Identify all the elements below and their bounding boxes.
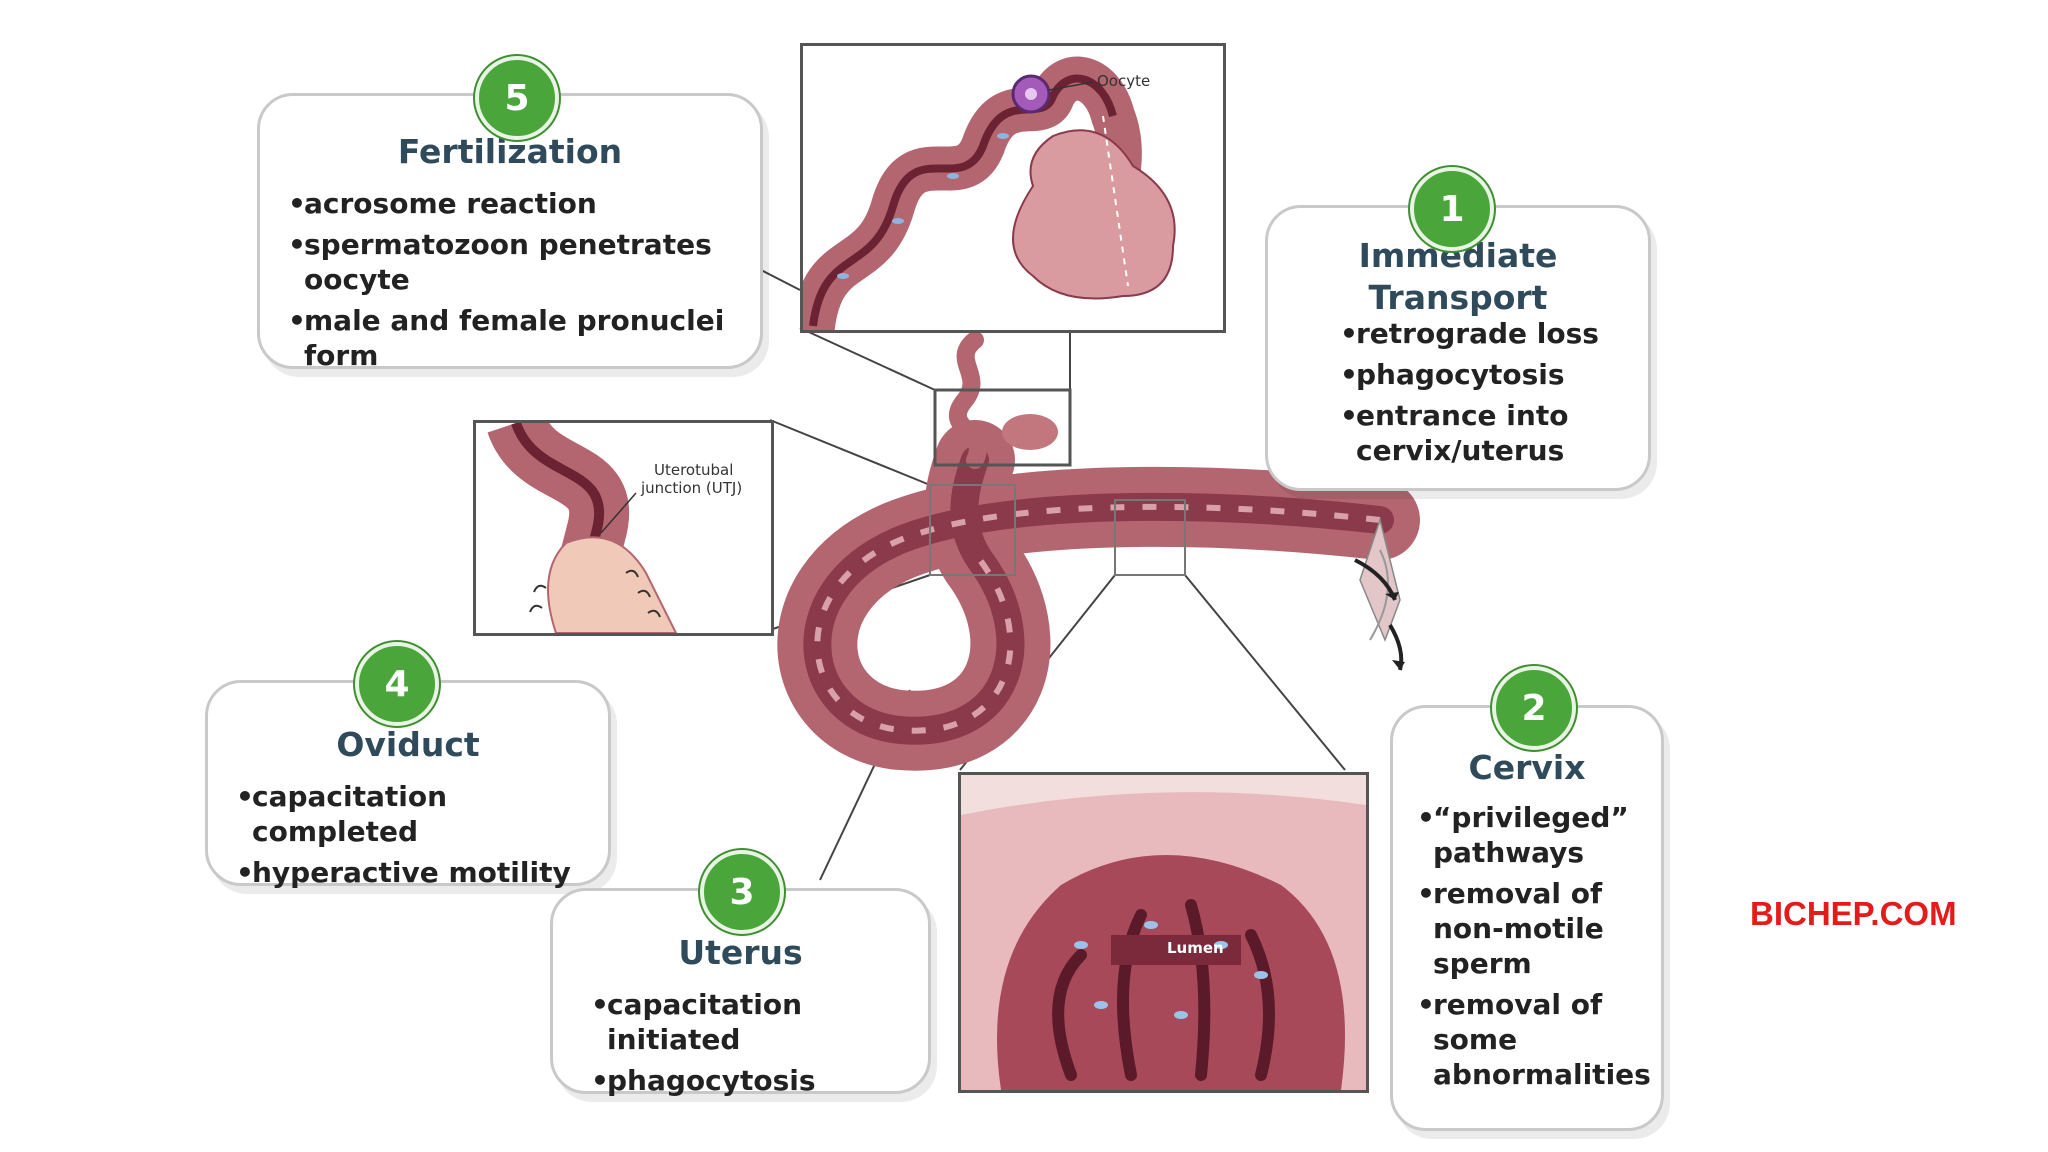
- stage-3-title: Uterus: [678, 933, 803, 972]
- stage-1-list: retrograde loss phagocytosis entrance in…: [1340, 316, 1632, 474]
- stage-3-badge: 3: [700, 850, 784, 934]
- stage-2-cervix-box: Cervix “privileged” pathways removal of …: [1390, 705, 1664, 1131]
- stage-5-item: spermatozoon penetrates oocyte: [288, 227, 744, 297]
- stage-1-item: retrograde loss: [1340, 316, 1632, 351]
- oocyte-label: Oocyte: [1097, 72, 1151, 90]
- stage-1-badge: 1: [1410, 167, 1494, 251]
- stage-4-item: capacitation completed: [236, 779, 592, 849]
- stage-1-item: phagocytosis: [1340, 357, 1632, 392]
- stage-2-item: removal of non-motile sperm: [1417, 876, 1645, 981]
- stage-3-list: capacitation initiated phagocytosis: [591, 987, 912, 1104]
- stage-2-item: removal of some abnormalities: [1417, 987, 1651, 1092]
- stage-5-badge: 5: [475, 56, 559, 140]
- utj-label-line2: junction (UTJ): [641, 479, 743, 497]
- watermark: BICHEP.COM: [1750, 895, 1957, 932]
- utj-illustration: [487, 423, 678, 633]
- stage-5-item: acrosome reaction: [288, 186, 744, 221]
- arrow-heads: [1385, 592, 1405, 670]
- infundibulum-illustration: [803, 56, 1176, 330]
- ovary-shape: [1002, 414, 1058, 450]
- lumen-label: Lumen: [1167, 939, 1224, 957]
- stage-2-list: “privileged” pathways removal of non-mot…: [1417, 800, 1651, 1098]
- cervix-crypts-illustration: [961, 792, 1366, 1090]
- utj-zoom-panel: Uterotubal junction (UTJ): [473, 420, 774, 636]
- utj-locator: [929, 484, 1016, 576]
- cervix-locator: [1114, 499, 1186, 576]
- ovary-inset-frame: [933, 388, 1072, 467]
- utj-label-line1: Uterotubal: [654, 461, 734, 479]
- stage-4-title: Oviduct: [336, 725, 480, 764]
- stage-2-badge: 2: [1492, 666, 1576, 750]
- stage-2-title: Cervix: [1468, 748, 1586, 787]
- stage-4-badge: 4: [355, 642, 439, 726]
- stage-1-title-line2: Transport: [1368, 278, 1548, 317]
- stage-5-item: male and female pronuclei form: [288, 303, 744, 373]
- cervix-zoom-panel: Lumen: [958, 772, 1369, 1093]
- stage-3-item: phagocytosis: [591, 1063, 912, 1098]
- stage-1-immediate-transport-box: Immediate Transport retrograde loss phag…: [1265, 205, 1651, 491]
- infundibulum-zoom-panel: Oocyte: [800, 43, 1226, 333]
- stage-5-list: acrosome reaction spermatozoon penetrate…: [288, 186, 744, 379]
- stage-1-item: entrance into cervix/uterus: [1340, 398, 1632, 468]
- stage-2-item: “privileged” pathways: [1417, 800, 1645, 870]
- stage-4-item: hyperactive motility: [236, 855, 592, 890]
- stage-4-list: capacitation completed hyperactive motil…: [236, 779, 592, 896]
- stage-3-item: capacitation initiated: [591, 987, 912, 1057]
